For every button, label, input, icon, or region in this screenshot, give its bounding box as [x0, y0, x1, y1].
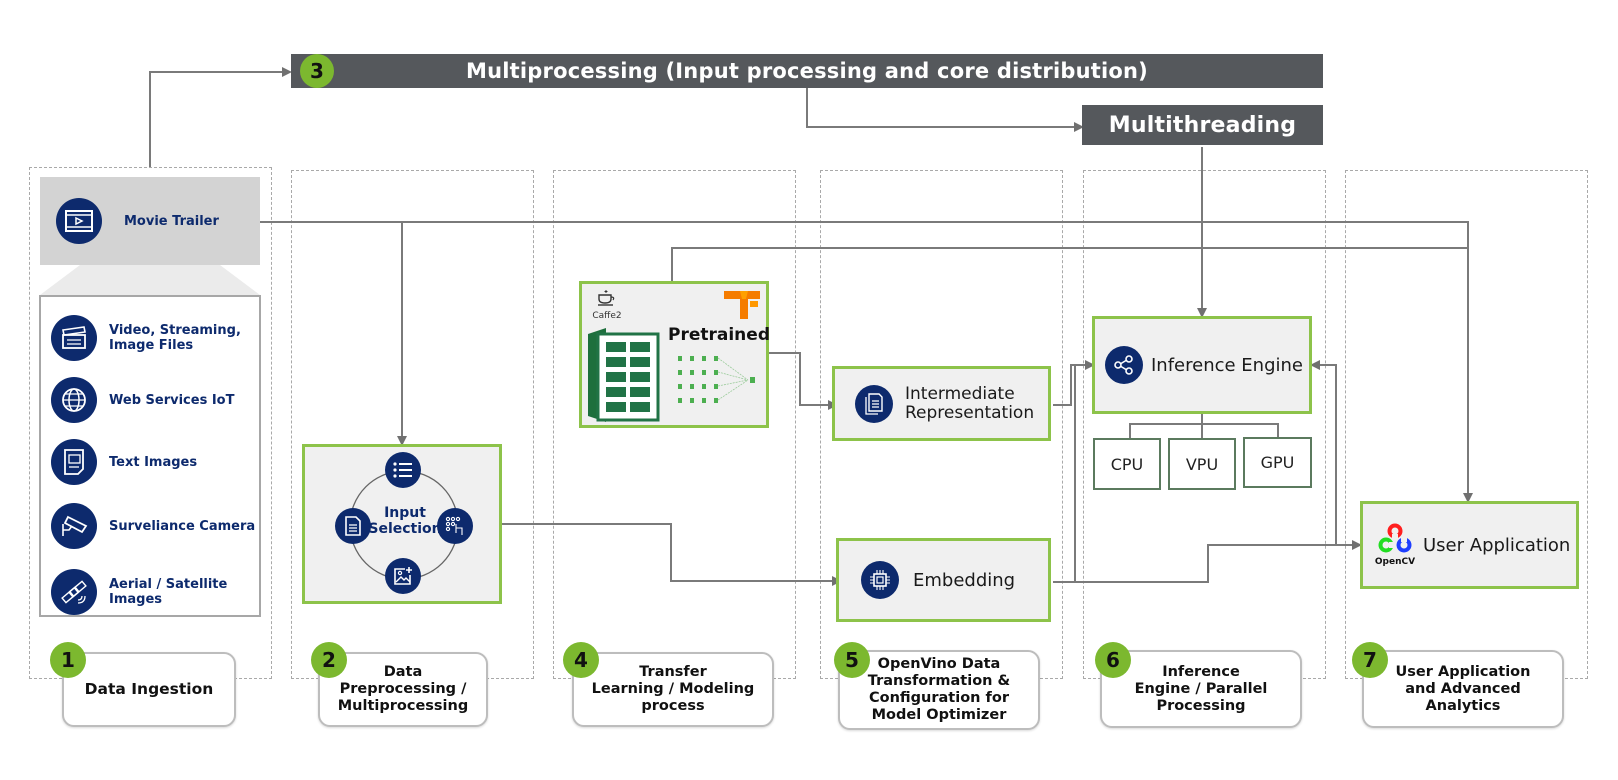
multithreading-bar: Multithreading	[1082, 105, 1323, 145]
stage-line: Model Optimizer	[871, 707, 1007, 723]
cctv-camera-icon	[51, 503, 97, 549]
chip-icon	[861, 561, 899, 599]
step-badge-3: 3	[300, 54, 334, 88]
step-badge-1: 1	[50, 642, 86, 678]
stage-card-transfer-learning: Transfer Learning / Modeling process	[572, 652, 774, 727]
wire-ingestion-to-multiprocessing	[149, 67, 292, 167]
source-label-line1: Surveliance Camera	[109, 518, 256, 534]
inference-engine-label: Inference Engine	[1151, 354, 1303, 376]
stage-line: OpenVino Data	[877, 656, 1001, 672]
zone-user-application	[1345, 170, 1588, 679]
step-badge-7: 7	[1352, 642, 1388, 678]
opencv-rings-icon	[1378, 523, 1412, 553]
pretrained-title: Pretrained	[668, 325, 770, 345]
data-sources-list: Video, Streaming, Image Files Web Servic…	[39, 295, 261, 617]
tensorflow-logo	[724, 291, 760, 319]
step-badge-6: 6	[1095, 642, 1131, 678]
source-item: Web Services IoT	[51, 369, 259, 431]
stage-line: Multiprocessing	[337, 698, 469, 714]
stage-card-data-ingestion: Data Ingestion	[62, 652, 236, 727]
source-label-line1: Text Images	[109, 454, 198, 470]
stage-line: Engine / Parallel	[1134, 680, 1268, 697]
gpu-box: GPU	[1243, 437, 1312, 488]
caffe2-label: Caffe2	[592, 311, 622, 321]
neural-network-icon	[678, 356, 755, 403]
source-label-line1: Video, Streaming,	[109, 323, 241, 338]
stage-line: User Application	[1395, 663, 1531, 680]
document-icon	[335, 508, 371, 544]
vpu-label: VPU	[1185, 454, 1219, 474]
film-icon	[56, 198, 102, 244]
stage-line: Data Ingestion	[84, 680, 214, 698]
source-label-line1: Aerial / Satellite	[109, 577, 228, 592]
touch-grid-icon	[437, 508, 473, 544]
source-item: Video, Streaming, Image Files	[51, 307, 259, 369]
share-nodes-icon	[1105, 346, 1143, 384]
cpu-box: CPU	[1093, 438, 1161, 490]
source-label-line1: Web Services IoT	[109, 392, 235, 408]
intermediate-line1: Intermediate	[905, 383, 1015, 404]
multiprocessing-title: Multiprocessing (Input processing and co…	[466, 59, 1148, 83]
text-image-icon	[51, 439, 97, 485]
list-icon	[385, 452, 421, 488]
gpu-label: GPU	[1260, 453, 1295, 472]
step-badge-4: 4	[563, 642, 599, 678]
add-image-icon	[385, 558, 421, 594]
source-item: Surveliance Camera	[51, 493, 259, 559]
stage-card-user-application: User Application and Advanced Analytics	[1362, 650, 1564, 728]
wire-multiprocessing-to-multithreading	[806, 88, 1084, 132]
embedding-label: Embedding	[913, 569, 1016, 591]
caffe2-logo: Caffe2	[587, 289, 627, 321]
stage-line: Analytics	[1425, 697, 1501, 714]
stage-line: Processing	[1156, 697, 1246, 714]
input-selection-line1: Input	[384, 505, 426, 521]
source-item: Text Images	[51, 431, 259, 493]
stage-line: Preprocessing /	[339, 681, 467, 697]
stage-card-inference: Inference Engine / Parallel Processing	[1100, 650, 1302, 728]
stage-line: Data	[383, 664, 423, 680]
intermediate-representation-box: Intermediate Representation	[832, 366, 1051, 441]
intermediate-line2: Representation	[905, 402, 1035, 423]
opencv-label: OpenCV	[1374, 557, 1416, 567]
movie-trailer-block: Movie Trailer	[40, 177, 260, 265]
movie-trailer-label: Movie Trailer	[124, 213, 219, 229]
stage-line: Configuration for	[869, 690, 1009, 706]
multithreading-title: Multithreading	[1108, 112, 1297, 138]
zone-inference	[1083, 170, 1326, 679]
funnel-shape	[40, 265, 260, 295]
vpu-box: VPU	[1168, 438, 1236, 490]
globe-icon	[51, 377, 97, 423]
user-application-label: User Application	[1423, 534, 1571, 556]
stage-card-openvino: OpenVino Data Transformation & Configura…	[838, 650, 1040, 730]
stage-line: Transformation &	[867, 673, 1011, 689]
input-selection-box: Input Selection	[302, 444, 502, 604]
stage-line: Transfer	[639, 664, 707, 680]
documents-icon	[855, 384, 893, 423]
source-label-line2: Image Files	[109, 338, 194, 353]
step-badge-5: 5	[834, 642, 870, 678]
step-badge-2: 2	[311, 642, 347, 678]
multiprocessing-bar: Multiprocessing (Input processing and co…	[291, 54, 1323, 88]
inference-engine-box: Inference Engine	[1092, 316, 1312, 414]
embedding-box: Embedding	[836, 538, 1051, 622]
pretrained-model-box: Caffe2 Pretrained	[579, 281, 770, 428]
coffee-cup-icon	[598, 290, 615, 306]
user-application-box: OpenCV User Application	[1360, 501, 1579, 589]
input-selection-label: Input Selection	[365, 505, 445, 537]
stage-line: Inference	[1162, 663, 1240, 680]
satellite-icon	[51, 569, 97, 615]
clapperboard-icon	[51, 315, 97, 361]
source-label-line2: Images	[109, 592, 163, 607]
opencv-logo: OpenCV	[1373, 523, 1417, 567]
stage-line: and Advanced	[1405, 680, 1521, 697]
stage-line: Learning / Modeling	[591, 681, 755, 697]
cpu-label: CPU	[1110, 454, 1144, 474]
stage-line: process	[641, 698, 705, 714]
source-item: Aerial / Satellite Images	[51, 559, 259, 625]
spreadsheet-icon	[588, 328, 660, 422]
input-selection-line2: Selection	[368, 521, 442, 537]
